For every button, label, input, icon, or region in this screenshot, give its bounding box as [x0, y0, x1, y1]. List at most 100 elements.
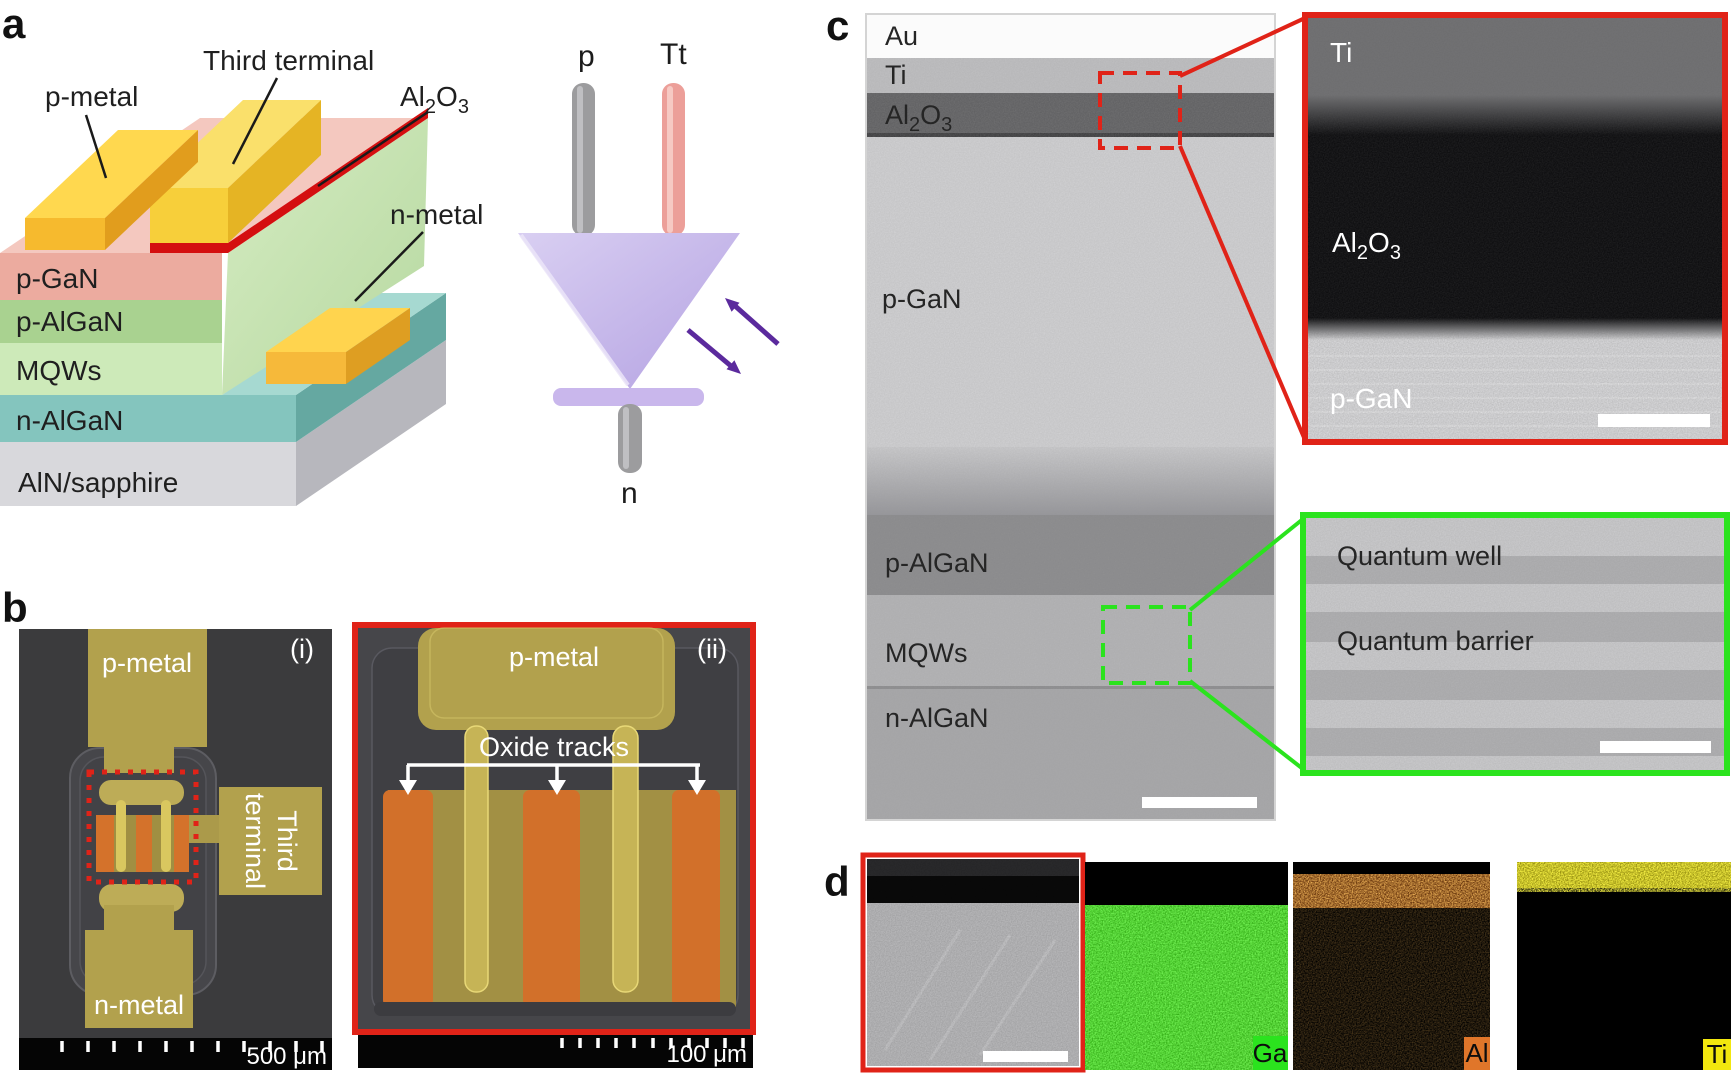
panel-a-label: a	[2, 0, 26, 47]
oxide-tracks-label: Oxide tracks	[479, 732, 629, 762]
scale-label-i: 500 μm	[246, 1043, 327, 1070]
down-arrow-icon	[399, 780, 417, 795]
tem-label-ti: Ti	[885, 60, 907, 90]
ruler-ticks-ii	[560, 1038, 745, 1048]
red-connector-bottom	[1178, 145, 1307, 441]
green-connector-top	[1188, 517, 1305, 612]
subpanel-tag-ii: (ii)	[697, 634, 727, 664]
n-metal-annotation: n-metal	[390, 199, 483, 230]
p-metal-label-i: p-metal	[102, 648, 192, 678]
inset-grain-light	[1308, 18, 1722, 439]
p-metal-pad-inner-edge	[429, 627, 664, 719]
layer-label-p-gan: p-GaN	[16, 263, 98, 294]
p-rod-highlight	[577, 86, 583, 233]
panel-a-schematic: a p-metal Thir	[0, 0, 483, 506]
substrate-front-face	[0, 442, 296, 506]
tt-rod-highlight	[667, 86, 673, 233]
n-metal-leader-line	[354, 231, 424, 302]
third-terminal-leader-line	[231, 77, 279, 165]
p-metal-annotation: p-metal	[45, 81, 138, 112]
ruler-ticks	[60, 1041, 324, 1052]
third-terminal-rod	[662, 83, 685, 236]
layer-label-mqws: MQWs	[16, 355, 102, 386]
p-metal-leader-line	[84, 114, 108, 179]
ruler-strip-ii	[358, 1035, 753, 1068]
arrow-in-shaft	[732, 303, 780, 346]
n-metal-bar-side	[346, 308, 410, 384]
p-metal-bar-side	[105, 130, 198, 250]
third-terminal-bar-side	[228, 100, 321, 243]
n-metal-bar-top	[266, 308, 410, 352]
device-bottom-edge	[374, 1002, 736, 1016]
panel-b: b 500 μm p-metal (i)	[2, 584, 756, 1070]
oxide-track	[174, 815, 189, 872]
scale-bar	[1142, 797, 1257, 808]
oxide-track-ii	[672, 790, 720, 1007]
layer-label-p-algan: p-AlGaN	[16, 306, 123, 337]
scale-bar	[983, 1051, 1068, 1062]
inset-label-al2o3: Al2O3	[1332, 227, 1401, 264]
subpanel-tag-i: (i)	[290, 634, 314, 664]
green-dashed-roi	[1101, 605, 1192, 685]
green-inset-mqw: Quantum well Quantum barrier	[1300, 512, 1730, 776]
light-arrows	[686, 303, 780, 368]
panel-d-label: d	[824, 858, 850, 905]
symbol-n-label: n	[621, 477, 638, 510]
metal-finger	[161, 800, 171, 872]
quantum-well-label: Quantum well	[1337, 541, 1502, 571]
scale-bar	[1598, 414, 1710, 427]
inset-label-p-gan: p-GaN	[1330, 383, 1412, 414]
metal-finger	[116, 800, 126, 872]
quantum-barrier-label: Quantum barrier	[1337, 626, 1534, 656]
al-chip-label: Al	[1465, 1038, 1488, 1068]
ga-chip-label: Ga	[1253, 1038, 1288, 1068]
n-metal-bar-front	[266, 352, 346, 384]
ti-band-speckle	[1517, 862, 1731, 892]
p-terminal-rod	[572, 83, 595, 236]
oxide-track-ii	[523, 790, 580, 1007]
tem-label-p-algan: p-AlGaN	[885, 548, 989, 578]
panel-c-label: c	[826, 2, 849, 49]
p-metal-pad	[88, 629, 207, 747]
down-arrow-icon	[548, 780, 566, 795]
tem-label-mqws: MQWs	[885, 638, 967, 668]
ga-chip	[1253, 1036, 1288, 1070]
red-dotted-roi	[86, 769, 199, 885]
mesa-side-face	[222, 118, 428, 395]
tem-label-n-algan: n-AlGaN	[885, 703, 989, 733]
n-metal-pad	[85, 930, 193, 1028]
svg-text:terminal: terminal	[240, 793, 270, 889]
p-gan-front-face	[0, 253, 222, 300]
scale-bar	[1600, 741, 1711, 753]
al-sparse-speckle	[1293, 908, 1490, 1070]
p-pad-tip	[99, 780, 184, 805]
panel-b-image-ii: p-metal Oxide tracks (ii) 100 μm	[352, 622, 756, 1068]
al2o3-layer-front	[150, 243, 228, 253]
tem-label-al2o3: Al2O3	[885, 100, 952, 136]
layer-label-n-algan: n-AlGaN	[16, 405, 123, 436]
n-rod-highlight	[623, 407, 629, 469]
oxide-track	[96, 815, 114, 872]
panel-b-image-i: 500 μm p-metal (i) Third terminal n-meta…	[19, 629, 332, 1070]
tem-label-p-gan: p-GaN	[882, 284, 962, 314]
third-terminal-bar-front	[150, 188, 228, 243]
ruler-strip	[19, 1038, 332, 1070]
green-connector-bottom	[1188, 679, 1305, 771]
al-band-speckle	[1293, 874, 1490, 908]
al-chip	[1464, 1037, 1490, 1070]
p-metal-neck	[104, 745, 174, 773]
layer-label-substrate: AlN/sapphire	[18, 467, 178, 498]
haadf-red-frame	[860, 852, 1086, 1073]
eds-haadf-image	[860, 852, 1086, 1073]
third-terminal-label-i: Third terminal	[240, 793, 302, 889]
red-inset-hrtem: Ti Al2O3 p-GaN	[1302, 12, 1728, 445]
n-metal-label-i: n-metal	[94, 990, 184, 1020]
al2o3-leader-line	[317, 110, 429, 188]
triangle-edge-highlight	[519, 233, 630, 387]
n-terminal-rod	[618, 404, 642, 473]
oxide-track-ii	[383, 790, 433, 1007]
svg-text:Third: Third	[272, 810, 302, 872]
panel-b-label: b	[2, 584, 28, 631]
